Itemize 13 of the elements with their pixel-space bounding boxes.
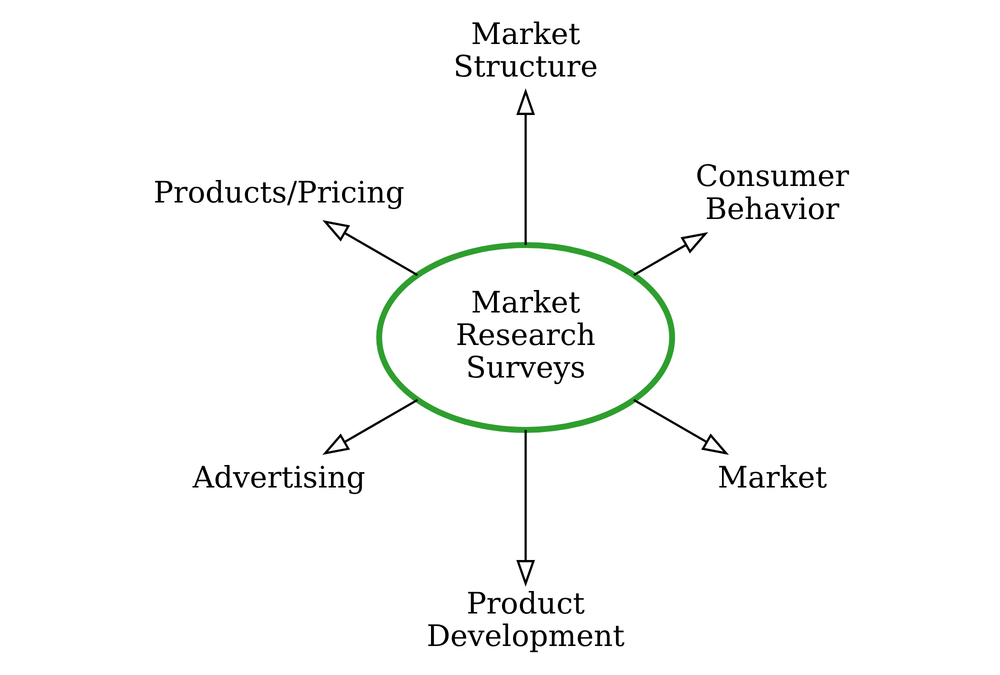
node-text: Product Development xyxy=(426,586,624,653)
arrow xyxy=(322,220,418,276)
node-text: Market xyxy=(717,460,826,494)
node-text: Advertising xyxy=(192,460,365,494)
arrow xyxy=(632,232,708,276)
arrow xyxy=(516,88,534,246)
node-ellipse: Market Research Surveys xyxy=(376,242,675,433)
arrow xyxy=(516,430,534,587)
node-text: Consumer Behavior xyxy=(695,159,849,226)
arrow xyxy=(322,399,418,455)
node-text: Products/Pricing xyxy=(153,175,404,210)
node-text: Market Structure xyxy=(452,16,598,84)
arrow xyxy=(632,399,728,455)
